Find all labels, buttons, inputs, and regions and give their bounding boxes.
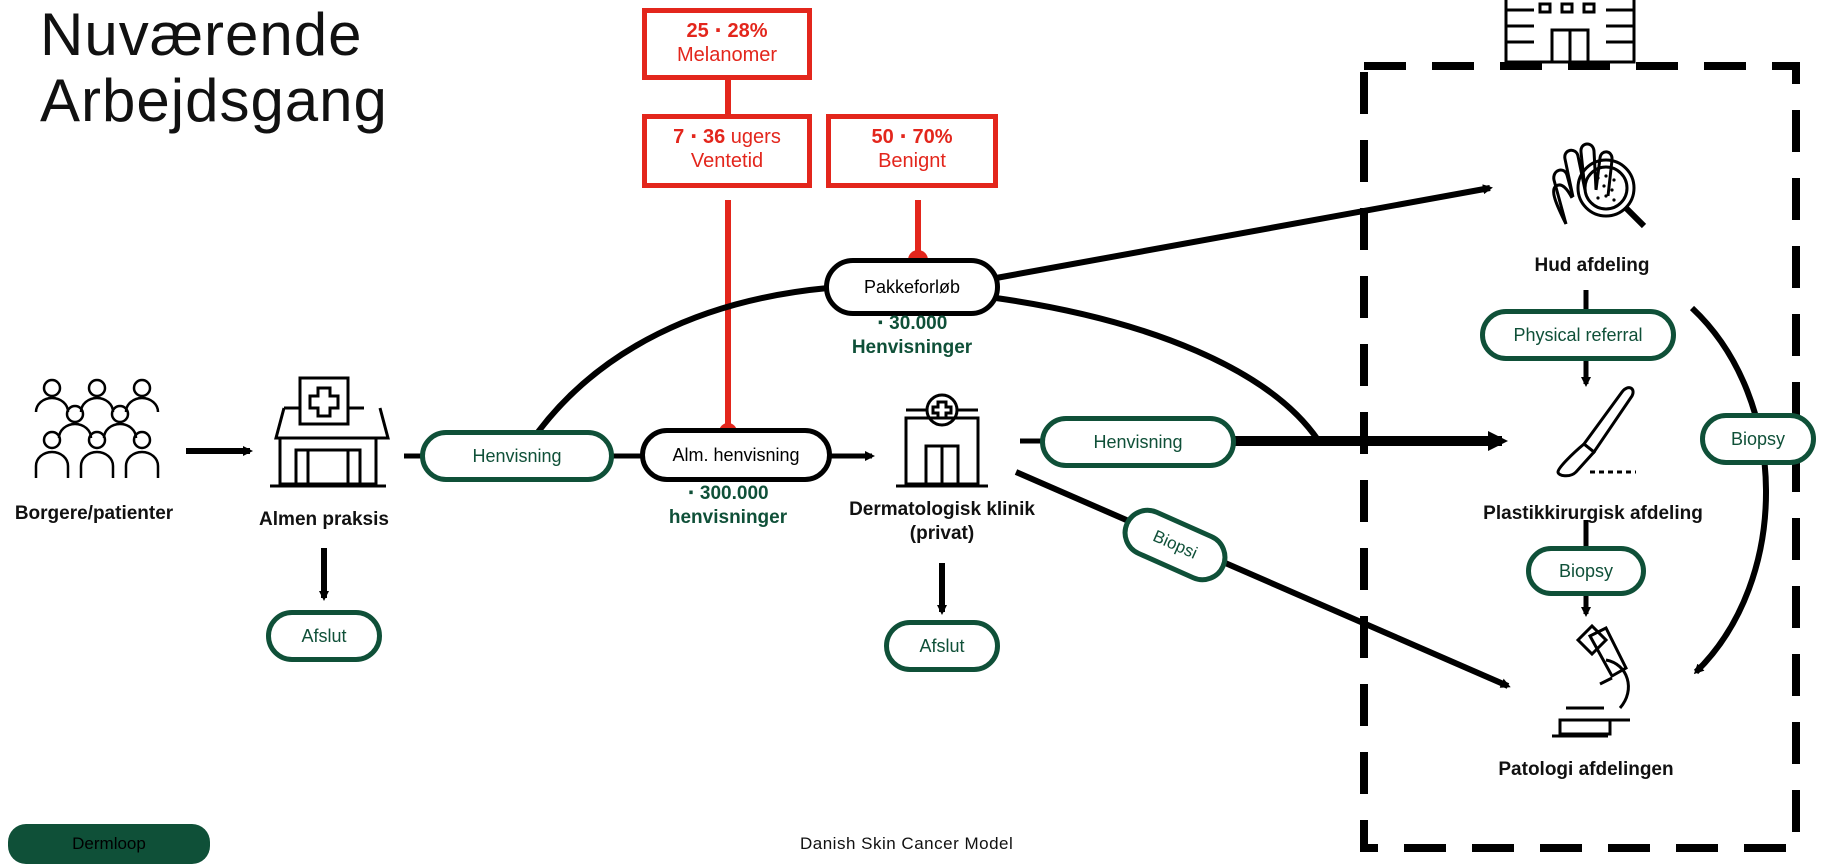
people-group-icon bbox=[34, 378, 160, 478]
pakkeforlob-pill[interactable]: Pakkeforløb bbox=[824, 258, 1000, 316]
alm-count-word: henvisninger bbox=[668, 507, 788, 528]
patients-label: Borgere/patienter bbox=[14, 503, 174, 524]
page-title: Nuværende Arbejdsgang bbox=[40, 2, 388, 134]
microscope-icon bbox=[1552, 623, 1630, 738]
footer-text: Danish Skin Cancer Model bbox=[800, 834, 1014, 853]
ventetid-unit: ugers bbox=[725, 126, 781, 148]
pathology-label: Patologi afdelingen bbox=[1498, 759, 1674, 780]
benignt-stat-box: 50 ⋅ 70% Benignt bbox=[826, 114, 998, 188]
brand-badge[interactable]: Dermloop bbox=[8, 824, 210, 864]
hospital-icon bbox=[1504, 0, 1636, 64]
hud-label: Hud afdeling bbox=[1534, 255, 1650, 276]
afslut-pill-left[interactable]: Afslut bbox=[266, 610, 382, 662]
alm-henvisning-pill[interactable]: Alm. henvisning bbox=[640, 428, 832, 482]
afslut-pill-mid[interactable]: Afslut bbox=[884, 620, 1000, 672]
skin-inspection-icon bbox=[1552, 142, 1647, 229]
alm-count: ⋅ 300.000 henvisninger bbox=[636, 482, 820, 530]
melanomer-label: Melanomer bbox=[676, 44, 778, 66]
pakke-to-plastic-curve bbox=[995, 295, 1321, 442]
biopsy-pill-right[interactable]: Biopsy bbox=[1700, 413, 1816, 465]
ventetid-numbers: 7 ⋅ 36 bbox=[673, 126, 726, 148]
title-line-2: Arbejdsgang bbox=[40, 67, 388, 134]
melanomer-numbers: 25 ⋅ 28% bbox=[686, 20, 768, 42]
derm-clinic-type: (privat) bbox=[909, 523, 975, 544]
plastic-label: Plastikkirurgisk afdeling bbox=[1483, 503, 1703, 524]
private-clinic-icon bbox=[896, 393, 988, 488]
physical-referral-pill[interactable]: Physical referral bbox=[1480, 309, 1676, 361]
pakke-count-word: Henvisninger bbox=[851, 337, 973, 358]
henvisning-to-pakke-curve bbox=[535, 285, 829, 434]
henvisning-pill-right[interactable]: Henvisning bbox=[1040, 416, 1236, 468]
benignt-numbers: 50 ⋅ 70% bbox=[871, 126, 953, 148]
ventetid-label: Ventetid bbox=[690, 150, 764, 172]
clinic-building-icon bbox=[270, 376, 390, 488]
clinic-to-pathology-arrow bbox=[1014, 469, 1511, 689]
derm-clinic-label: Dermatologisk klinik (privat) bbox=[830, 498, 1054, 546]
pakke-to-hud-arrow bbox=[995, 184, 1493, 281]
derm-clinic-name: Dermatologisk klinik bbox=[849, 499, 1035, 520]
alm-count-number: ⋅ 300.000 bbox=[687, 483, 769, 504]
melanomer-stat-box: 25 ⋅ 28% Melanomer bbox=[642, 8, 812, 80]
pakke-count-number: ⋅ 30.000 bbox=[876, 313, 948, 334]
title-line-1: Nuværende bbox=[40, 1, 363, 68]
ventetid-stat-box: 7 ⋅ 36 ugers Ventetid bbox=[642, 114, 812, 188]
biopsy-pill-mid[interactable]: Biopsy bbox=[1526, 546, 1646, 596]
scalpel-icon bbox=[1556, 386, 1636, 478]
henvisning-pill-left[interactable]: Henvisning bbox=[420, 430, 614, 482]
benignt-label: Benignt bbox=[878, 150, 946, 172]
pakke-count: ⋅ 30.000 Henvisninger bbox=[820, 312, 1004, 360]
gp-label: Almen praksis bbox=[259, 509, 389, 530]
hud-to-pathology-arc bbox=[1689, 305, 1769, 675]
